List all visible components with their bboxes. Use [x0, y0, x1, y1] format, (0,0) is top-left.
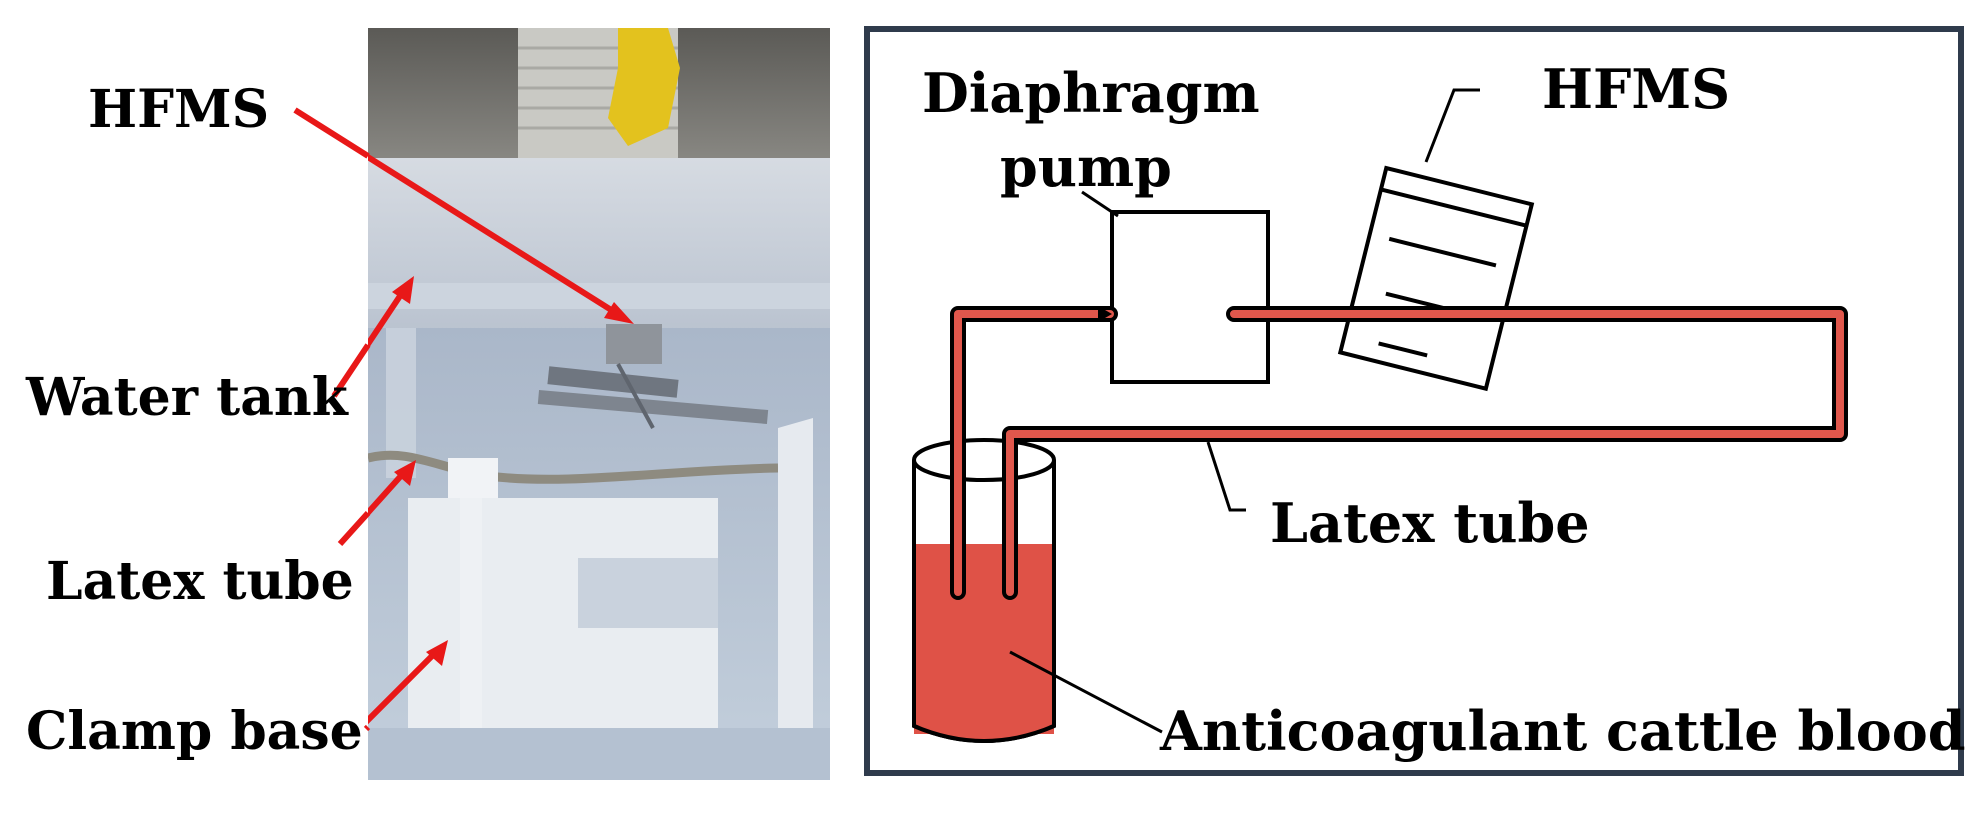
- leader-lines: [1009, 88, 1480, 734]
- schematic-drawing: [912, 88, 1848, 743]
- label-latex-tube-photo: Latex tube: [46, 551, 354, 612]
- latex-tube-path: [950, 306, 1848, 600]
- photo-illustration: [368, 28, 830, 780]
- diaphragm-pump: [1110, 210, 1270, 384]
- water-tank-wall: [368, 158, 830, 338]
- hfms-sensor: [606, 324, 662, 364]
- arrow-latex-tube: [368, 465, 411, 518]
- experiment-photo: [368, 28, 830, 780]
- label-hfms-photo: HFMS: [88, 79, 270, 140]
- arrow-water-tank: [368, 282, 411, 350]
- arrow-tails: [293, 107, 371, 732]
- photo-latex-tube: [368, 450, 779, 484]
- label-pump: pump: [1000, 135, 1172, 199]
- yellow-tape: [608, 28, 680, 146]
- arrow-clamp-base: [368, 645, 443, 725]
- leader-hfms: [1424, 88, 1480, 163]
- label-diaphragm: Diaphragm: [922, 61, 1260, 125]
- leader-blood: [1009, 650, 1163, 734]
- blood-fill: [914, 544, 1054, 734]
- leader-pump: [1081, 190, 1119, 218]
- hfms-device: [1337, 165, 1535, 392]
- schematic-diagram: Diaphragm pump HFMS Latex tube Anticoagu…: [864, 26, 1966, 776]
- label-blood: Anticoagulant cattle blood: [1160, 699, 1966, 763]
- label-hfms-schematic: HFMS: [1542, 57, 1731, 121]
- label-latex-tube-schematic: Latex tube: [1270, 491, 1590, 555]
- label-water-tank: Water tank: [26, 367, 348, 428]
- leader-latex: [1206, 441, 1246, 512]
- arrow-hfms: [368, 153, 626, 321]
- photo-arrows: [368, 153, 634, 725]
- sensor-holder: [547, 366, 679, 398]
- label-clamp-base: Clamp base: [26, 701, 363, 762]
